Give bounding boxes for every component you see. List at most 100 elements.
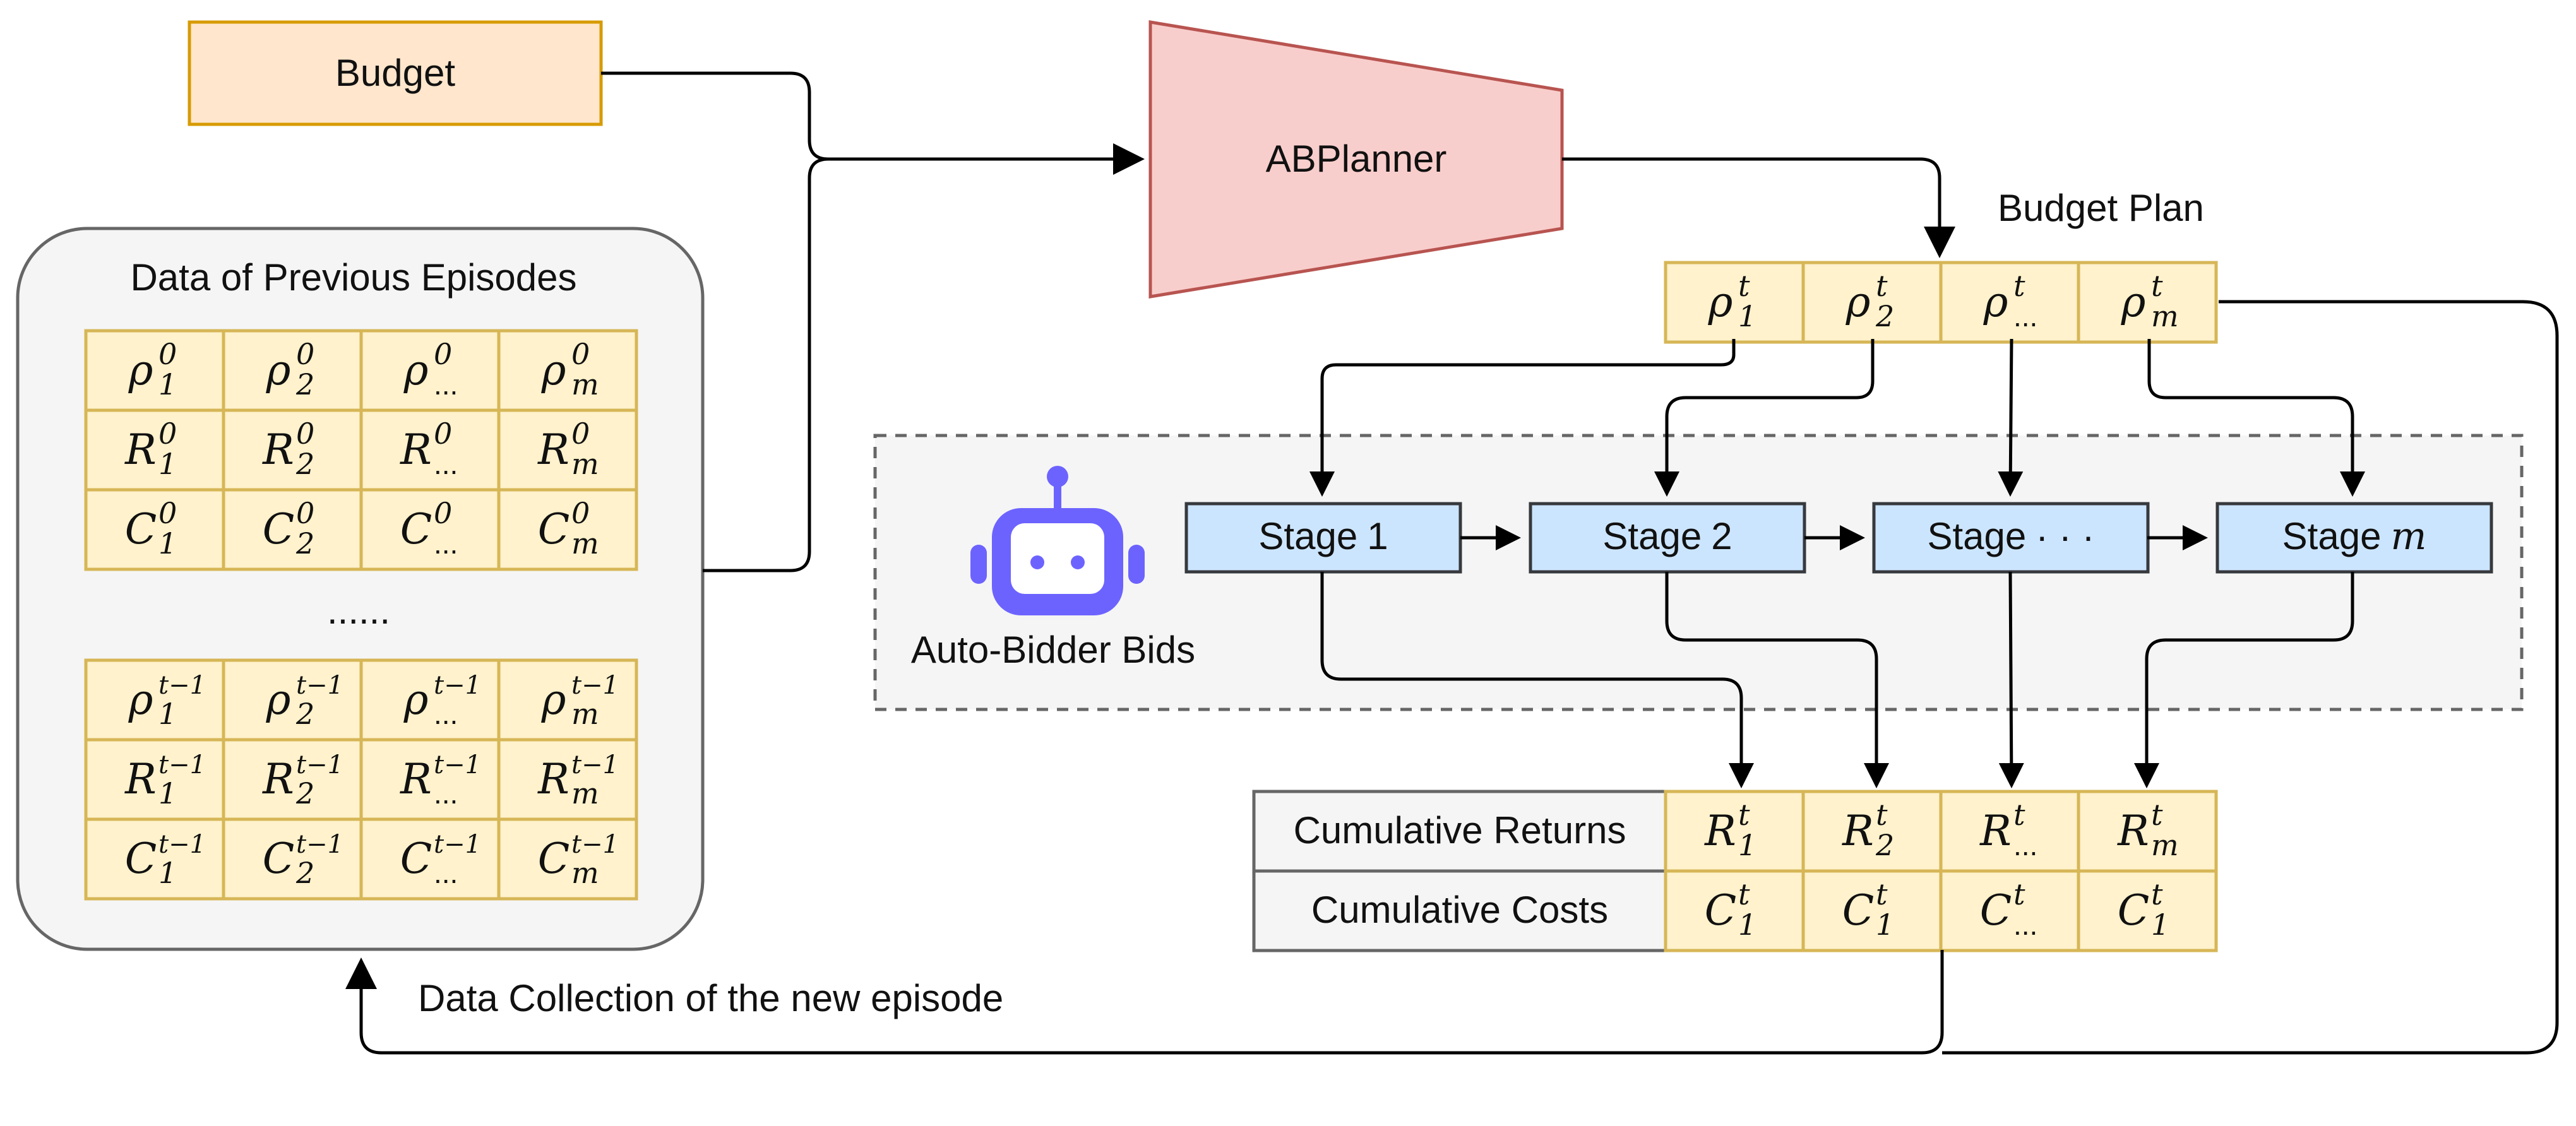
stage-box-2-label: Stage · · · bbox=[1927, 515, 2094, 557]
budget-to-planner-arrow bbox=[601, 71, 1145, 175]
previous-episodes-title: Data of Previous Episodes bbox=[130, 256, 576, 299]
cumulative-cell-1-3-base: C bbox=[2118, 886, 2150, 935]
cumulative-cell-1-1-box bbox=[1801, 869, 1943, 952]
prev-1-cell-2-0-box bbox=[84, 817, 225, 901]
prev-1-cell-1-1-sub: 2 bbox=[295, 776, 314, 810]
stage-box-3-label: Stage m bbox=[2282, 514, 2427, 559]
cumulative-cell-0-3-box bbox=[2077, 790, 2218, 873]
prev-0-cell-0-0-base: ρ bbox=[128, 346, 153, 394]
prev-0-cell-1-2-box bbox=[359, 408, 501, 492]
stage-box-3-rect bbox=[2215, 502, 2493, 574]
cumulative-cell-1-2-sub: ... bbox=[2013, 908, 2037, 941]
prev-0-cell-1-3-sup: 0 bbox=[571, 417, 590, 451]
prev-1-cell-2-3-box bbox=[497, 817, 638, 901]
robot-icon bbox=[970, 466, 1145, 615]
prev-0-cell-1-0-sup: 0 bbox=[158, 417, 177, 451]
plan-1-to-stage-1-arrow bbox=[1309, 339, 1736, 497]
prev-1-cell-1-2-sup: t−1 bbox=[434, 750, 481, 779]
prev-0-cell-2-0-sup: 0 bbox=[158, 496, 177, 530]
prev-1-cell-2-3-sup: t−1 bbox=[571, 830, 619, 859]
prev-0-cell-0-0-sub: 1 bbox=[158, 367, 177, 401]
stage-2-to-returns-arrow bbox=[1665, 572, 1889, 788]
prev-1-cell-2-0-base: C bbox=[125, 834, 157, 883]
stage-word: Stage bbox=[2282, 515, 2382, 557]
prev-0-cell-1-3-box bbox=[497, 408, 638, 492]
prev-0-cell-0-1-box bbox=[222, 329, 363, 412]
prev-0-cell-0-1-base: ρ bbox=[266, 346, 291, 394]
cumulative-cell-0-3-sub: m bbox=[2151, 828, 2179, 862]
cumulative-cell-1-3-sub: 1 bbox=[2151, 908, 2169, 942]
plan-cell-0-base: ρ bbox=[1708, 278, 1733, 326]
budget-box bbox=[188, 20, 603, 126]
prev-1-cell-1-3-box bbox=[497, 738, 638, 821]
prev-0-cell-1-3-sub: m bbox=[571, 447, 599, 481]
cumulative-cell-0-1-sup: t bbox=[1876, 798, 1888, 832]
prev-0-cell-2-1-box bbox=[222, 488, 363, 571]
prev-1-cell-1-0-base: R bbox=[124, 755, 157, 803]
auto-bidder-label: Auto-Bidder Bids bbox=[911, 629, 1195, 671]
prev-0-cell-1-1-sup: 0 bbox=[296, 417, 314, 451]
cumulative-cell-1-3-sup: t bbox=[2151, 877, 2163, 911]
prev-1-cell-1-2-sub: ... bbox=[434, 777, 458, 810]
prev-0-cell-0-3-base: ρ bbox=[541, 346, 566, 394]
prev-1-cell-1-2-base: R bbox=[400, 755, 432, 803]
prev-0-cell-1-1-sub: 2 bbox=[295, 447, 314, 481]
prev-1-cell-0-3-sup: t−1 bbox=[571, 671, 619, 700]
prev-1-cell-0-3-box bbox=[497, 658, 638, 742]
prev-0-cell-2-3-sub: m bbox=[571, 526, 599, 560]
prev-0-cell-2-0-box bbox=[84, 488, 225, 571]
stage-index: m bbox=[2390, 514, 2426, 559]
prev-0-cell-0-0-box bbox=[84, 329, 225, 412]
data-collection-label: Data Collection of the new episode bbox=[418, 977, 1003, 1019]
prev-0-cell-0-2-sub: ... bbox=[434, 368, 458, 401]
plan-cell-1-base: ρ bbox=[1846, 278, 1871, 326]
prev-0-cell-1-0-sub: 1 bbox=[158, 447, 177, 481]
prev-0-cell-0-2-base: ρ bbox=[403, 346, 429, 394]
cumulative-cell-1-0-sub: 1 bbox=[1738, 908, 1756, 942]
cumulative-cell-0-3-base: R bbox=[2117, 807, 2149, 855]
prev-1-cell-0-1-sup: t−1 bbox=[296, 671, 343, 700]
prev-1-cell-1-1-base: R bbox=[262, 755, 294, 803]
prev-1-cell-2-0-sup: t−1 bbox=[158, 830, 206, 859]
budget-plan-label: Budget Plan bbox=[1998, 187, 2204, 229]
stage-1-to-returns-arrow bbox=[1320, 572, 1754, 788]
stage-box-1-label: Stage 2 bbox=[1602, 515, 1732, 557]
plan-cell-0-sup: t bbox=[1738, 269, 1750, 303]
stage-box-3: Stage m bbox=[2215, 502, 2493, 574]
prev-1-cell-0-1-box bbox=[222, 658, 363, 742]
stage-index: 1 bbox=[1367, 515, 1388, 557]
prev-0-cell-2-0-sub: 1 bbox=[158, 526, 177, 560]
stage-box-2: Stage · · · bbox=[1872, 502, 2150, 574]
plan-cell-1-sup: t bbox=[1876, 269, 1888, 303]
stage-box-1-rect bbox=[1529, 502, 1806, 574]
prev-1-cell-1-3-base: R bbox=[537, 755, 569, 803]
prev-1-cell-0-0-base: ρ bbox=[128, 675, 153, 724]
cumulative-cell-1-1-sup: t bbox=[1876, 877, 1888, 911]
stage-index: 2 bbox=[1711, 515, 1732, 557]
cumulative-cell-1-0-sup: t bbox=[1738, 877, 1750, 911]
cumulative-cell-0-2-sub: ... bbox=[2013, 829, 2037, 862]
stage-dots-to-returns-arrow bbox=[1998, 571, 2024, 788]
prev-0-cell-2-1-sub: 2 bbox=[295, 526, 314, 560]
connectors bbox=[345, 71, 2559, 1055]
stage-box-0-rect bbox=[1184, 502, 1462, 574]
prev-1-cell-1-1-sup: t−1 bbox=[296, 750, 343, 779]
episodes-to-planner-arrow bbox=[703, 157, 829, 572]
plan-2-to-stage-2-arrow bbox=[1654, 339, 1875, 497]
cumulative-cell-1-0-base: C bbox=[1705, 886, 1737, 935]
costs-to-collection-line bbox=[345, 950, 1944, 1055]
